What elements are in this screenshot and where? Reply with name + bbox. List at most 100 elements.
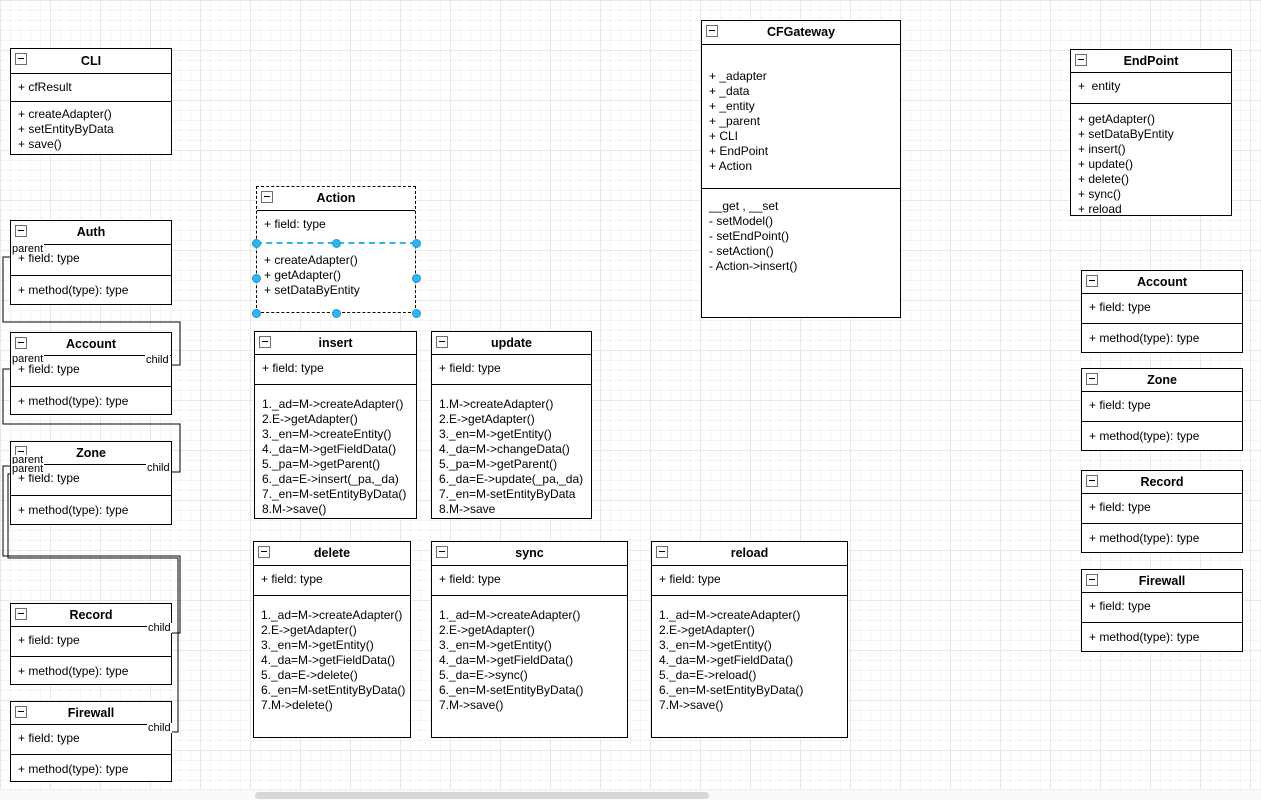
methods-section: 1._ad=M->createAdapter()2.E->getAdapter(… — [254, 596, 410, 713]
member-line: + _entity — [709, 99, 755, 113]
collapse-icon[interactable] — [1086, 275, 1098, 287]
selection-handle[interactable] — [332, 309, 341, 318]
collapse-icon[interactable] — [1086, 574, 1098, 586]
class-title-bar[interactable]: update — [432, 332, 591, 355]
collapse-icon[interactable] — [706, 25, 718, 37]
methods-section: + method(type): type — [1082, 324, 1242, 346]
member-line: 2.E->getAdapter() — [261, 623, 357, 637]
class-firewall-right[interactable]: Firewall + field: type + method(type): t… — [1081, 569, 1243, 652]
class-title-bar[interactable]: CFGateway — [702, 21, 900, 45]
class-cfgateway[interactable]: CFGateway + _adapter+ _data+ _entity+ _p… — [701, 20, 901, 318]
methods-section: + method(type): type — [11, 657, 171, 679]
class-title-bar[interactable]: insert — [255, 332, 416, 355]
collapse-icon[interactable] — [15, 706, 27, 718]
collapse-icon[interactable] — [1075, 54, 1087, 66]
selection-handle[interactable] — [412, 309, 421, 318]
member-line: 5._da=E->reload() — [659, 668, 757, 682]
member-line: + entity — [1078, 79, 1121, 93]
collapse-icon[interactable] — [436, 546, 448, 558]
class-title-bar[interactable]: Record — [11, 604, 171, 627]
fields-section: + field: type — [254, 566, 410, 596]
class-record-right[interactable]: Record + field: type + method(type): typ… — [1081, 470, 1243, 553]
selection-handle[interactable] — [252, 309, 261, 318]
fields-section: + field: type — [11, 356, 171, 387]
member-line: 4._da=M->getFieldData() — [439, 653, 574, 667]
fields-section: + field: type — [652, 566, 847, 596]
selection-handle[interactable] — [412, 239, 421, 248]
class-title-bar[interactable]: reload — [652, 542, 847, 566]
class-sync[interactable]: sync + field: type 1._ad=M->createAdapte… — [431, 541, 628, 738]
edge-label-child: child — [147, 722, 172, 734]
member-line: 7.M->save() — [439, 698, 504, 712]
fields-section: + field: type — [1082, 392, 1242, 422]
member-line: + setDataByEntity — [1078, 127, 1174, 141]
fields-section: + entity — [1071, 73, 1231, 104]
class-zone-right[interactable]: Zone + field: type + method(type): type — [1081, 368, 1243, 451]
collapse-icon[interactable] — [656, 546, 668, 558]
methods-section: + method(type): type — [11, 387, 171, 409]
class-cli[interactable]: CLI + cfResult + createAdapter()+ setEnt… — [10, 48, 172, 155]
collapse-icon[interactable] — [15, 225, 27, 237]
class-title-bar[interactable]: Firewall — [11, 702, 171, 725]
class-endpoint[interactable]: EndPoint + entity + getAdapter()+ setDat… — [1070, 49, 1232, 216]
class-title-bar[interactable]: CLI — [11, 49, 171, 74]
collapse-icon[interactable] — [1086, 373, 1098, 385]
class-firewall-left[interactable]: Firewall + field: type + method(type): t… — [10, 701, 172, 782]
collapse-icon[interactable] — [258, 546, 270, 558]
class-title-bar[interactable]: Record — [1082, 471, 1242, 494]
class-title-bar[interactable]: Account — [1082, 271, 1242, 294]
class-record-left[interactable]: Record + field: type + method(type): typ… — [10, 603, 172, 685]
collapse-icon[interactable] — [15, 53, 27, 65]
class-title-bar[interactable]: Auth — [11, 221, 171, 245]
class-reload[interactable]: reload + field: type 1._ad=M->createAdap… — [651, 541, 848, 738]
connector-zone-to-record[interactable] — [2, 465, 181, 634]
class-title-bar[interactable]: Account — [11, 333, 171, 356]
class-delete[interactable]: delete + field: type 1._ad=M->createAdap… — [253, 541, 411, 738]
class-update[interactable]: update + field: type 1.M->createAdapter(… — [431, 331, 592, 519]
methods-section: + getAdapter()+ setDataByEntity+ insert(… — [1071, 104, 1231, 217]
scrollbar-thumb[interactable] — [255, 792, 709, 799]
connector-account-to-zone[interactable] — [2, 368, 181, 473]
member-line: 1._ad=M->createAdapter() — [261, 608, 403, 622]
class-title: Auth — [76, 225, 106, 239]
fields-section: + cfResult — [11, 74, 171, 102]
member-line: 6._en=M-setEntityByData() — [261, 683, 406, 697]
class-title-bar[interactable]: Firewall — [1082, 570, 1242, 593]
collapse-icon[interactable] — [1086, 475, 1098, 487]
member-line: + field: type — [18, 362, 80, 376]
selection-handle[interactable] — [252, 274, 261, 283]
class-title-bar[interactable]: EndPoint — [1071, 50, 1231, 73]
class-insert[interactable]: insert + field: type 1._ad=M->createAdap… — [254, 331, 417, 519]
member-line: + getAdapter() — [264, 268, 342, 282]
member-line: + createAdapter() — [264, 253, 358, 267]
collapse-icon[interactable] — [15, 608, 27, 620]
class-auth[interactable]: Auth + field: type + method(type): type — [10, 220, 172, 305]
class-title-bar[interactable]: delete — [254, 542, 410, 566]
collapse-icon[interactable] — [15, 337, 27, 349]
member-line: 7.M->save() — [659, 698, 724, 712]
member-line: + method(type): type — [1089, 531, 1200, 545]
connector-zone-to-firewall[interactable] — [7, 473, 179, 733]
member-line: 5._pa=M->getParent() — [439, 457, 558, 471]
class-action[interactable]: Action + field: type + createAdapter()+ … — [256, 186, 416, 313]
class-title-bar[interactable]: Action — [257, 187, 415, 211]
selection-handle[interactable] — [252, 239, 261, 248]
methods-section: + method(type): type — [11, 276, 171, 298]
horizontal-scrollbar[interactable] — [0, 789, 1261, 800]
selection-handle[interactable] — [412, 274, 421, 283]
collapse-icon[interactable] — [259, 336, 271, 348]
class-title-bar[interactable]: sync — [432, 542, 627, 566]
collapse-icon[interactable] — [436, 336, 448, 348]
class-account-left[interactable]: Account + field: type + method(type): ty… — [10, 332, 172, 415]
collapse-icon[interactable] — [261, 191, 273, 203]
selection-handle[interactable] — [332, 239, 341, 248]
member-line: - Action->insert() — [709, 259, 798, 273]
edge-label-parent: parent — [11, 243, 45, 255]
member-line: 3._en=M->getEntity() — [261, 638, 374, 652]
connector-auth-to-account[interactable] — [2, 256, 181, 366]
member-line: + field: type — [1089, 500, 1151, 514]
class-title: sync — [515, 546, 544, 560]
class-title-bar[interactable]: Zone — [1082, 369, 1242, 392]
class-account-right[interactable]: Account + field: type + method(type): ty… — [1081, 270, 1243, 353]
